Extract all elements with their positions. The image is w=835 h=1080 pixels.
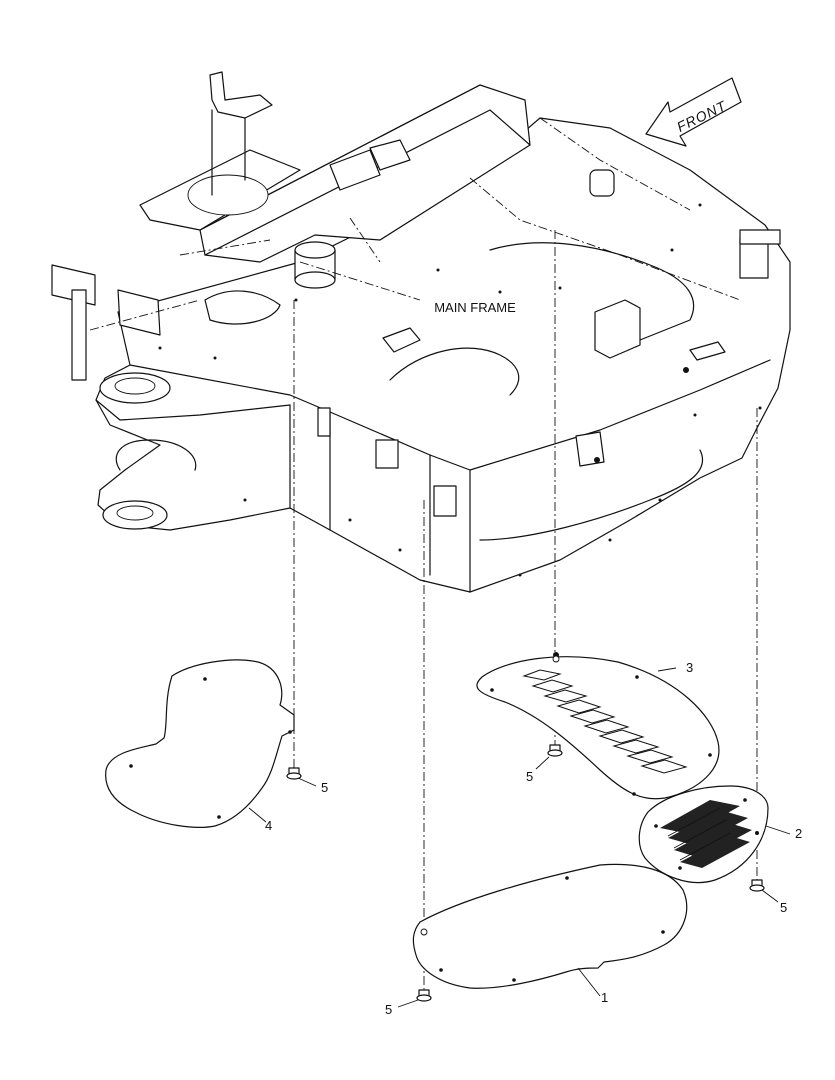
callout-2: 2 [795,826,802,841]
part-2-mesh-cover [638,785,769,884]
part-4-cover-left [105,659,295,828]
callout-5-bottom: 5 [385,1002,392,1017]
bolt-bottom [416,989,432,1002]
bolt-right [749,879,765,892]
callout-5-left: 5 [321,780,328,795]
leader-lines [297,667,791,1008]
mesh-grille [660,800,752,868]
callout-3: 3 [686,660,693,675]
callout-1: 1 [601,990,608,1005]
callout-5-center: 5 [526,769,533,784]
callout-4: 4 [265,818,272,833]
bolt-center [547,744,563,757]
bolt-left [286,767,302,780]
main-frame-label: MAIN FRAME [434,300,516,315]
part-3-louvered-cover [476,655,720,800]
part-1-cover-bottom [412,863,688,989]
main-frame [51,71,791,658]
louver-slots [522,669,688,774]
callout-5-right: 5 [780,900,787,915]
front-direction-arrow: FRONT [645,77,742,147]
